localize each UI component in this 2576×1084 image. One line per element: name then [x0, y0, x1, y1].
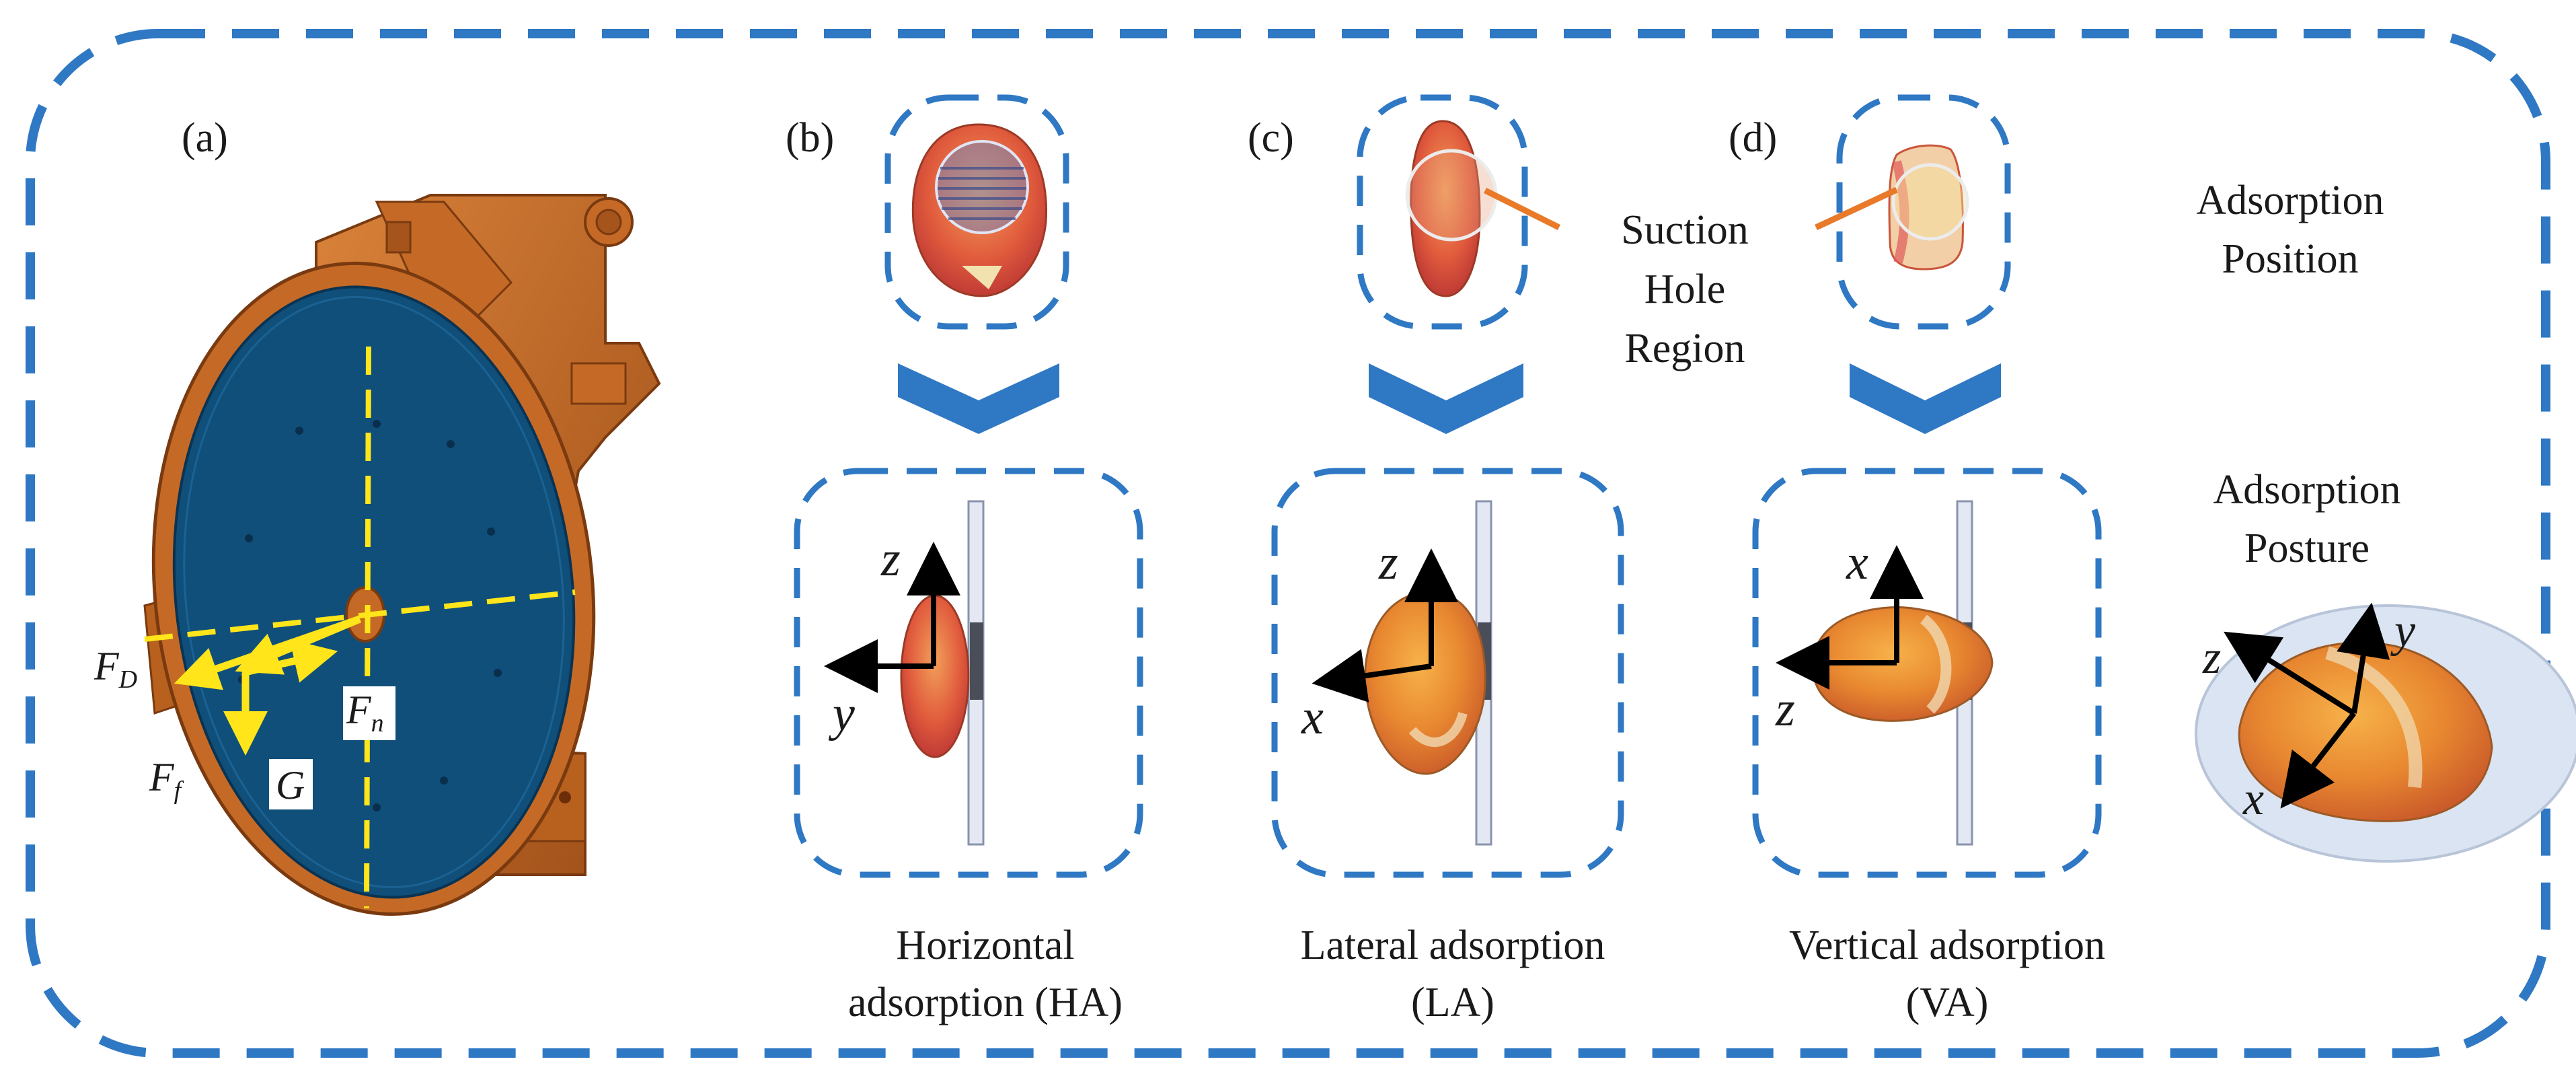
panel-b-axis-up: z [880, 532, 901, 587]
panel-c-caption-2: (LA) [1411, 980, 1494, 1025]
outer-frame [26, 29, 2550, 1058]
suction-hole-label: Suction Hole Region [1621, 207, 1748, 371]
panel-c-seed-side [1364, 591, 1486, 775]
svg-text:Adsorption: Adsorption [2213, 467, 2401, 513]
panel-c-axis-side: x [1301, 690, 1324, 745]
panel-b: (b) z y Horizontal adsorption (HA) [786, 94, 1143, 1025]
panel-c-axis-up: z [1378, 535, 1398, 590]
panel-b-top-frame [884, 94, 1069, 330]
panel-c-axes [1312, 548, 1458, 702]
panel-c-leader [1483, 187, 1561, 231]
force-label-gravity: G [276, 763, 305, 807]
force-label-drag: FD [93, 644, 137, 694]
normal-label-bg [343, 686, 395, 740]
posture-axes [2224, 602, 2390, 809]
posture-axis-z: z [2202, 632, 2221, 684]
svg-text:Adsorption: Adsorption [2197, 178, 2384, 223]
panel-d-axis-side: z [1775, 682, 1795, 737]
panel-b-axis-side: y [828, 686, 855, 742]
panel-d-caption-2: (VA) [1906, 980, 1989, 1025]
panel-b-caption-2: adsorption (HA) [848, 980, 1123, 1025]
panel-b-bottom-frame [794, 468, 1143, 878]
panel-c-bottom-frame [1271, 468, 1624, 878]
panel-d-bottom-frame [1752, 468, 2102, 878]
panel-d-axis-up: x [1846, 535, 1868, 590]
panel-b-axes [824, 542, 960, 693]
posture-illustration: z y x [2195, 602, 2576, 863]
panel-c-label: (c) [1248, 115, 1294, 161]
panel-b-chevron [898, 363, 1059, 434]
gravity-label-bg [269, 759, 313, 809]
panel-c-caption-1: Lateral adsorption [1301, 923, 1605, 968]
posture-axis-y: y [2390, 605, 2416, 657]
panel-d: (d) x z Vertical adsorption (VA) [1729, 94, 2105, 1025]
panel-b-label: (b) [786, 115, 834, 161]
force-label-friction: Ff [149, 755, 184, 805]
posture-axis-x: x [2242, 773, 2264, 825]
adsorption-posture-label: Adsorption Posture [2213, 467, 2401, 571]
adsorption-position-label: Adsorption Position [2197, 178, 2384, 282]
panel-a-label: (a) [182, 115, 228, 161]
panel-d-axes [1776, 545, 1924, 690]
panel-c-top-frame [1357, 94, 1528, 330]
panel-d-top-frame [1836, 94, 2011, 330]
panel-d-chevron [1850, 363, 2001, 434]
vertical-axis-line [364, 346, 371, 909]
panel-d-label: (d) [1729, 115, 1777, 161]
force-arrows [174, 615, 362, 756]
panel-d-leader [1815, 186, 1898, 231]
svg-text:Position: Position [2222, 236, 2358, 282]
panel-a: (a) [93, 115, 661, 916]
panel-c: (c) z x Lateral adsorption (LA) [1248, 94, 1624, 1025]
panel-d-seed-top [1888, 144, 1964, 270]
svg-text:Region: Region [1624, 326, 1745, 371]
svg-text:Posture: Posture [2244, 526, 2370, 571]
panel-b-caption-1: Horizontal [896, 923, 1074, 968]
svg-text:Suction: Suction [1621, 207, 1748, 253]
panel-d-caption-1: Vertical adsorption [1789, 923, 2105, 968]
svg-text:Hole: Hole [1644, 266, 1726, 312]
panel-c-chevron [1369, 363, 1523, 434]
force-label-normal: Fn [346, 688, 384, 737]
panel-c-seed-top [1410, 120, 1481, 297]
horizontal-axis-line [144, 589, 576, 642]
